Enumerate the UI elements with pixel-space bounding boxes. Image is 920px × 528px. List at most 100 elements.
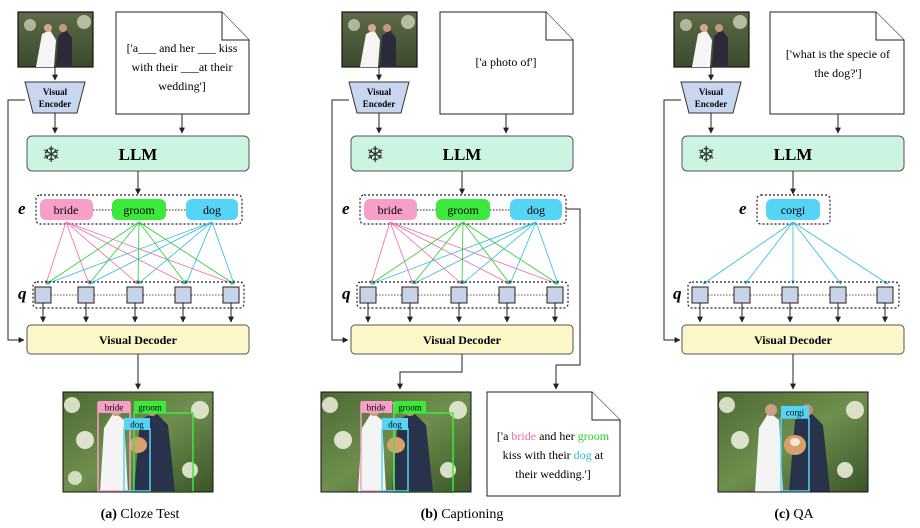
query-token xyxy=(222,286,240,304)
tag-groom: groom xyxy=(138,403,162,413)
entity-groom xyxy=(112,199,166,220)
q-symbol: q xyxy=(673,284,682,303)
link-pink xyxy=(65,221,90,285)
encoder-label-2: Encoder xyxy=(363,99,396,109)
link-blue xyxy=(792,221,889,285)
snowflake-icon: ❄ xyxy=(697,142,715,167)
query-token xyxy=(733,286,751,304)
output-photo: bride groom dog xyxy=(62,391,214,493)
link-pink xyxy=(65,221,139,285)
llm-label: LLM xyxy=(443,145,482,164)
entity-dog xyxy=(186,199,238,220)
link-blue xyxy=(211,221,235,285)
tag-corgi: corgi xyxy=(786,408,805,418)
q-symbol: q xyxy=(342,284,351,303)
entity-container xyxy=(359,194,567,225)
caption-line-2: kiss with their dog at xyxy=(503,448,604,462)
link-blue xyxy=(370,221,537,285)
query-token xyxy=(174,286,192,304)
entity-container xyxy=(756,194,831,225)
caption-c: (c) QA xyxy=(774,507,814,522)
entity-query-links xyxy=(702,221,889,285)
tag-bride: bride xyxy=(367,403,386,413)
visual-encoder: Visual Encoder xyxy=(680,81,742,114)
panel-captioning: Visual Encoder ['a photo of'] ❄ LLM e br… xyxy=(320,11,621,522)
link-blue xyxy=(412,221,537,285)
caption-b-text: Captioning xyxy=(438,507,504,522)
decoder-label: Visual Decoder xyxy=(99,333,178,347)
input-photo xyxy=(341,11,418,68)
output-photo: corgi xyxy=(717,391,869,493)
prompt-line-2: with their ___at their xyxy=(132,60,233,74)
tag-bride: bride xyxy=(105,403,124,413)
tag-dog: dog xyxy=(130,420,144,430)
link-green xyxy=(462,221,511,285)
link-pink xyxy=(370,221,391,285)
entity-dog-label: dog xyxy=(527,203,545,217)
q-symbol: q xyxy=(18,284,27,303)
llm-label: LLM xyxy=(774,145,813,164)
entity-groom-label: groom xyxy=(123,203,155,217)
entity-groom xyxy=(436,199,490,220)
query-token xyxy=(450,286,468,304)
prompt-line-2: the dog?'] xyxy=(814,66,861,80)
link-pink xyxy=(389,221,511,285)
link-green xyxy=(460,221,465,285)
entity-bride xyxy=(40,199,93,220)
link-green xyxy=(462,221,559,285)
link-blue xyxy=(137,221,213,285)
caption-c-text: QA xyxy=(790,507,815,522)
prompt-line-1: ['a photo of'] xyxy=(476,55,537,69)
link-green xyxy=(136,221,141,285)
decoder-label: Visual Decoder xyxy=(423,333,502,347)
visual-encoder: Visual Encoder xyxy=(24,81,86,114)
caption-a-text: Cloze Test xyxy=(117,507,180,522)
query-token xyxy=(781,286,799,304)
link-green xyxy=(45,221,140,285)
text-prompt-document: ['a photo of'] xyxy=(439,11,574,115)
output-photo: bride groom dog xyxy=(320,391,472,493)
link-green xyxy=(138,221,235,285)
link-blue xyxy=(461,221,537,285)
query-container xyxy=(687,281,900,309)
encoder-label-2: Encoder xyxy=(39,99,72,109)
query-token xyxy=(359,286,377,304)
query-token xyxy=(876,286,894,304)
prompt-line-1: ['what is the specie of xyxy=(786,47,890,61)
entity-dog-label: dog xyxy=(203,203,221,217)
snowflake-icon: ❄ xyxy=(366,142,384,167)
link-green xyxy=(412,221,464,285)
link-blue xyxy=(535,221,559,285)
entity-bride-label: bride xyxy=(378,203,403,217)
prompt-line-3: wedding'] xyxy=(158,79,205,93)
caption-a-letter: (a) xyxy=(101,507,118,522)
query-tokens xyxy=(691,286,894,323)
link-blue xyxy=(88,221,213,285)
input-photo xyxy=(673,11,750,68)
decoder-label: Visual Decoder xyxy=(754,333,833,347)
panel-qa: Visual Encoder ['what is the specie of t… xyxy=(663,11,905,522)
llm-block: ❄ LLM xyxy=(350,135,574,172)
text-prompt-document: ['a___ and her ___ kiss with their ___at… xyxy=(115,11,250,115)
e-symbol: e xyxy=(739,199,747,218)
llm-block: ❄ LLM xyxy=(26,135,250,172)
snowflake-icon: ❄ xyxy=(42,142,60,167)
query-token xyxy=(401,286,419,304)
entity-corgi xyxy=(766,199,820,220)
llm-block: ❄ LLM xyxy=(681,135,905,172)
input-photo xyxy=(17,11,94,68)
query-tokens xyxy=(359,286,564,323)
caption-b-letter: (b) xyxy=(421,507,438,522)
e-symbol: e xyxy=(18,199,26,218)
link-pink xyxy=(65,221,187,285)
entity-query-links xyxy=(45,221,235,285)
query-token xyxy=(829,286,847,304)
encoder-label-2: Encoder xyxy=(695,99,728,109)
caption-line-1: ['a bride and her groom xyxy=(497,429,610,443)
entity-bride xyxy=(364,199,417,220)
link-green xyxy=(138,221,187,285)
caption-c-letter: (c) xyxy=(774,507,790,522)
link-blue xyxy=(744,221,794,285)
query-token xyxy=(77,286,95,304)
text-prompt-document: ['what is the specie of the dog?'] xyxy=(769,11,905,115)
